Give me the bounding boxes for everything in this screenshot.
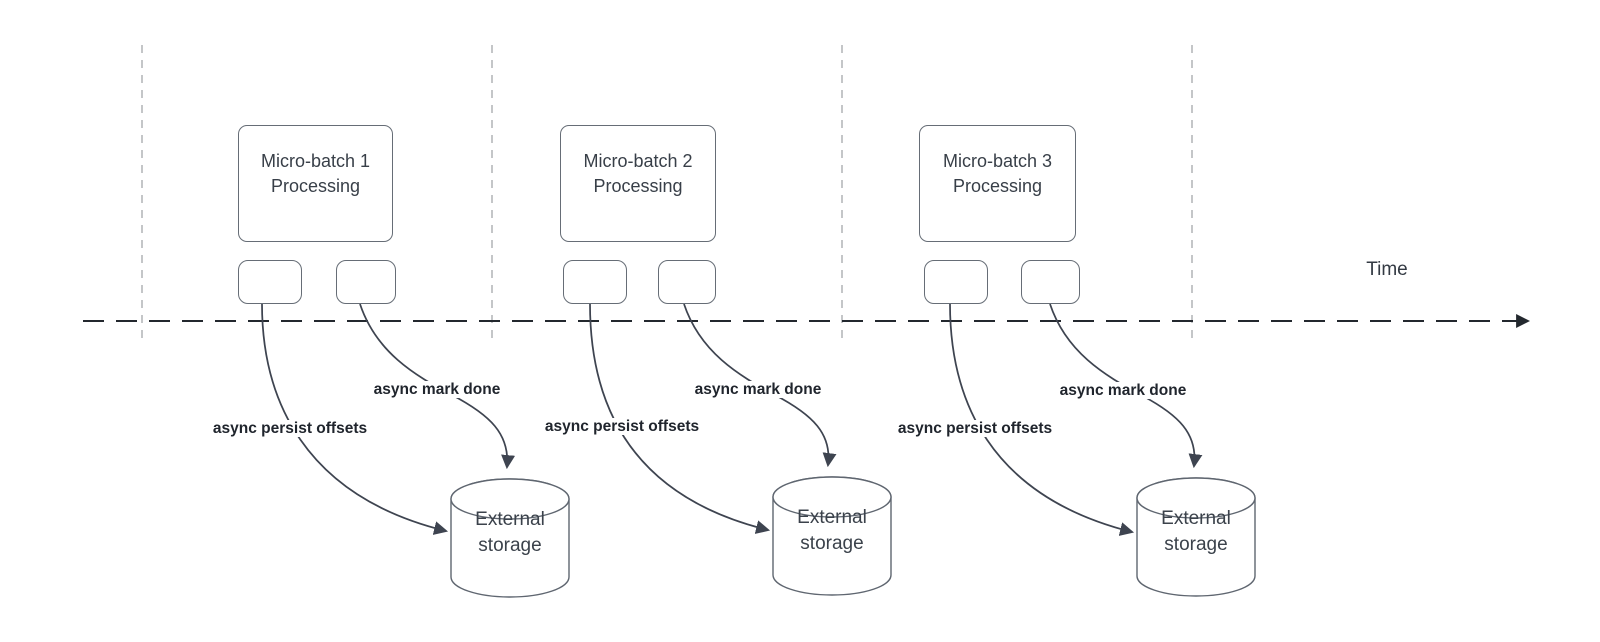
storage-cylinder-3 [1136, 477, 1256, 597]
persist-task-box-2 [563, 260, 627, 304]
persist-offsets-label-3: async persist offsets [894, 420, 1056, 437]
persist-task-box-3 [924, 260, 988, 304]
storage-label-2-line2: storage [800, 533, 864, 554]
storage-label-1-line1: External [475, 509, 545, 530]
storage-label-1: External storage [475, 507, 545, 559]
storage-label-3-line1: External [1161, 508, 1231, 529]
batch-3-title-line2: Processing [952, 175, 1043, 196]
storage-label-2: External storage [797, 505, 867, 557]
storage-label-1-line2: storage [478, 535, 542, 556]
storage-cylinder-1 [450, 478, 570, 598]
batch-3-title-line1: Micro-batch 3 [942, 150, 1053, 171]
batch-2-title-line1: Micro-batch 2 [583, 150, 693, 171]
storage-label-3: External storage [1161, 506, 1231, 558]
micro-batch-3-processing-box: Micro-batch 3 Processing [919, 125, 1076, 242]
persist-offsets-arrow-2 [589, 303, 771, 534]
batch-1-title-line1: Micro-batch 1 [260, 150, 371, 171]
micro-batch-2-processing-box: Micro-batch 2 Processing [560, 125, 716, 242]
storage-cylinder-2 [772, 476, 892, 596]
batch-1-title-line2: Processing [270, 175, 361, 196]
mark-task-box-3 [1021, 260, 1080, 304]
persist-offsets-arrow-1 [261, 303, 449, 535]
persist-offsets-arrow-3 [949, 303, 1135, 536]
storage-label-2-line1: External [797, 507, 867, 528]
persist-task-box-1 [238, 260, 302, 304]
mark-done-label-2: async mark done [691, 381, 825, 398]
batch-2-title-line2: Processing [593, 175, 683, 196]
mark-task-box-1 [336, 260, 396, 304]
storage-label-3-line2: storage [1164, 534, 1228, 555]
mark-done-label-3: async mark done [1056, 382, 1190, 399]
persist-offsets-label-2: async persist offsets [541, 418, 703, 435]
persist-offsets-label-1: async persist offsets [209, 420, 371, 437]
mark-done-label-1: async mark done [370, 381, 504, 398]
time-axis-label: Time [1366, 259, 1408, 280]
micro-batch-1-processing-box: Micro-batch 1 Processing [238, 125, 393, 242]
mark-task-box-2 [658, 260, 716, 304]
